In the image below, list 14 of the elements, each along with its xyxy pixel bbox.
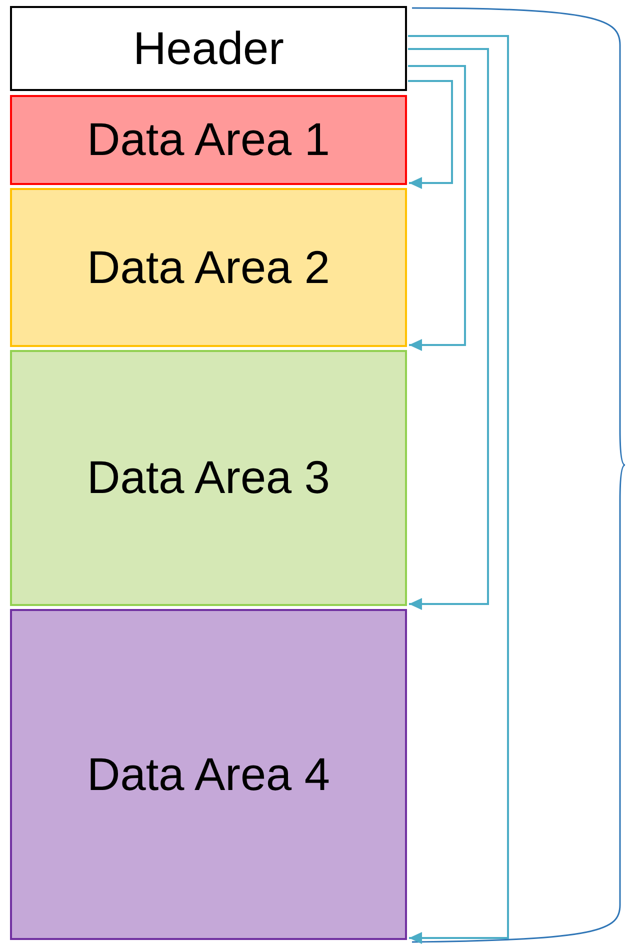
data-area-box <box>10 350 407 606</box>
data-area-box <box>10 188 407 347</box>
box-label: Data Area 4 <box>87 746 330 802</box>
box-label: Data Area 1 <box>87 112 330 168</box>
data-area-box <box>10 95 407 185</box>
arrow <box>408 48 489 610</box>
box-label: Data Area 2 <box>87 240 330 295</box>
box-label: Header <box>133 20 284 76</box>
arrow <box>408 80 453 189</box>
arrow <box>408 65 466 351</box>
box-label: Data Area 3 <box>87 450 330 506</box>
arrow <box>408 35 509 944</box>
header-box <box>10 6 407 91</box>
data-area-box <box>10 609 407 940</box>
